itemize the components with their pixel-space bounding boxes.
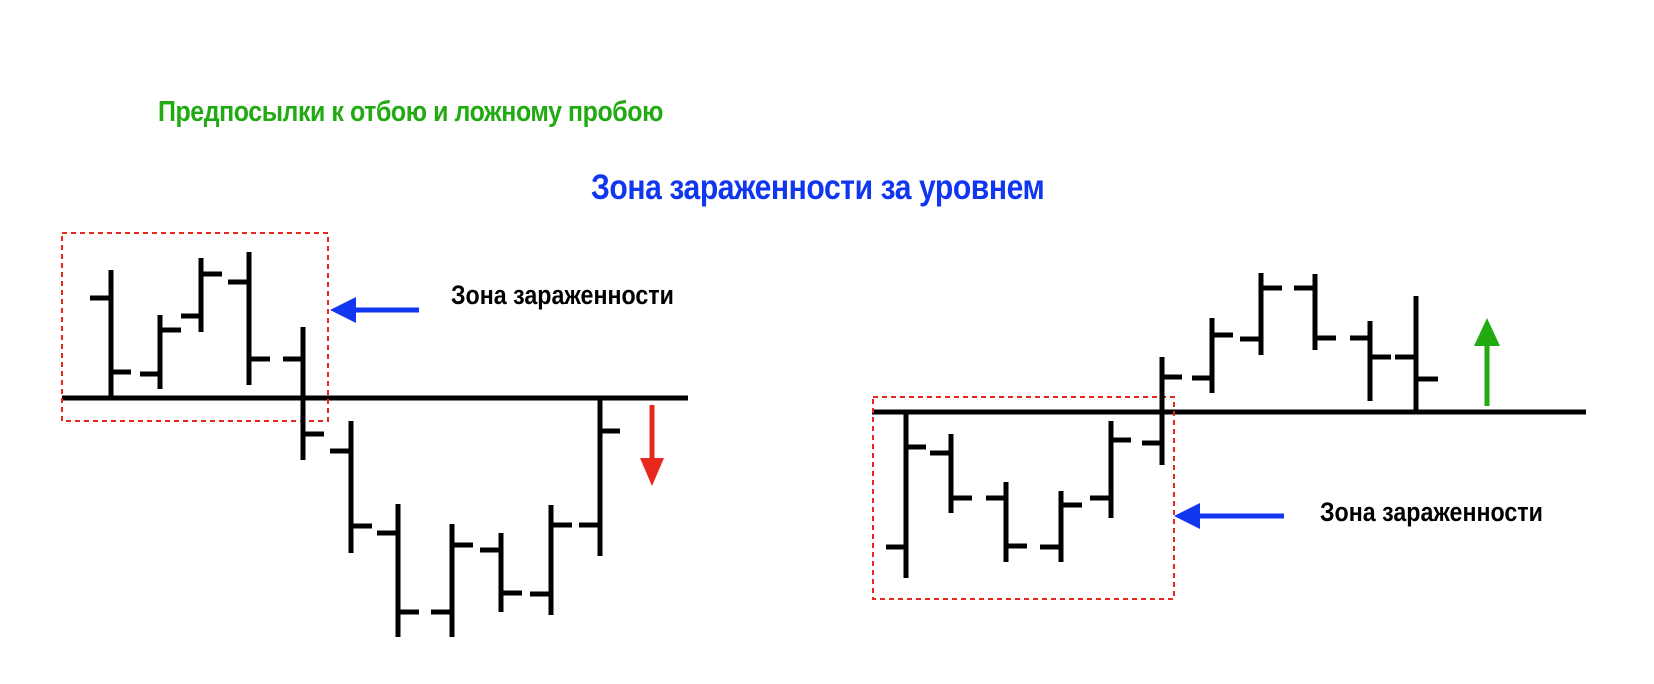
blue-arrow-left-icon xyxy=(1174,503,1284,529)
ohlc-bar xyxy=(1350,321,1391,401)
ohlc-bar xyxy=(579,400,620,556)
zone-box-left xyxy=(61,232,329,422)
green-arrow-up-icon xyxy=(1474,318,1500,406)
red-arrow-down-icon xyxy=(640,405,664,486)
ohlc-bar xyxy=(530,505,572,615)
title-green: Предпосылки к отбою и ложному пробою xyxy=(158,96,663,128)
zone-label-right: Зона зараженности xyxy=(1320,497,1543,527)
blue-arrow-left-icon xyxy=(330,297,419,323)
title-blue: Зона зараженности за уровнем xyxy=(591,168,1045,207)
left-scenario xyxy=(61,232,688,637)
ohlc-bar xyxy=(228,252,270,385)
ohlc-bar xyxy=(181,258,222,332)
right-scenario xyxy=(872,273,1586,600)
ohlc-bar xyxy=(283,327,324,460)
ohlc-bar xyxy=(1040,491,1082,562)
ohlc-bar xyxy=(1090,421,1131,518)
ohlc-bar xyxy=(886,414,926,578)
price-bars-left xyxy=(90,252,620,637)
ohlc-bar xyxy=(140,315,181,389)
ohlc-bar xyxy=(90,270,131,397)
ohlc-bar xyxy=(1240,273,1282,355)
ohlc-bar xyxy=(431,524,473,637)
price-bars-right xyxy=(886,273,1438,578)
ohlc-bar xyxy=(330,421,372,553)
ohlc-bar xyxy=(1294,274,1336,350)
zone-box-right xyxy=(872,396,1175,600)
ohlc-bar xyxy=(377,504,419,637)
ohlc-bar xyxy=(930,434,972,513)
ohlc-bar xyxy=(1192,318,1233,393)
ohlc-bar xyxy=(986,482,1027,562)
ohlc-bar xyxy=(1142,357,1182,465)
ohlc-bar xyxy=(1395,296,1438,412)
zone-label-left: Зона зараженности xyxy=(451,280,674,310)
ohlc-bar xyxy=(480,533,522,612)
